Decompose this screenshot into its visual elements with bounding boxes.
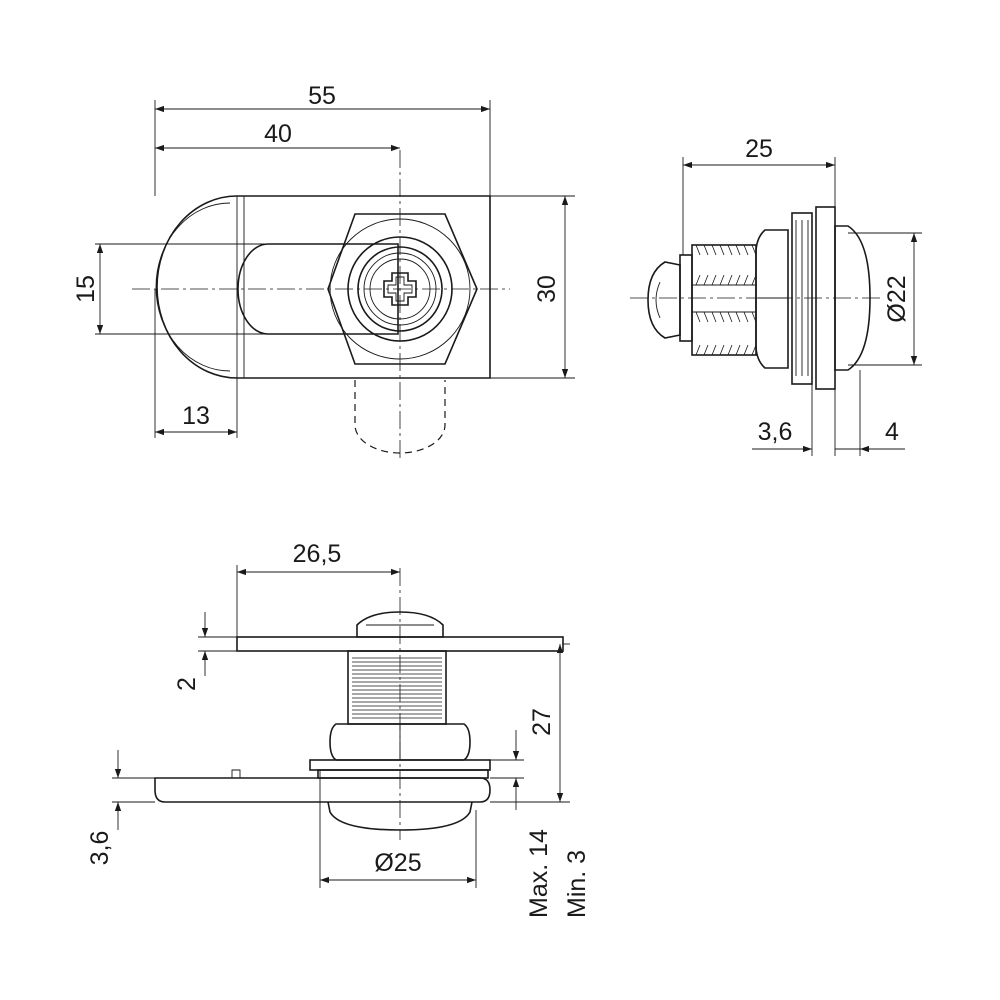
dim-body-length: 27 xyxy=(528,708,556,736)
side-hex-nut xyxy=(755,229,789,369)
dim-height: 30 xyxy=(533,275,561,303)
washer xyxy=(791,212,813,385)
bottom-view: 26,5 2 27 3,6 Ø25 Max. 14 Min. 3 xyxy=(86,540,591,918)
front-view: 55 40 15 30 13 xyxy=(72,82,575,462)
dim-flange-diameter: Ø25 xyxy=(374,849,421,877)
dim-overall-width: 55 xyxy=(308,82,336,110)
dim-cam-width: 15 xyxy=(72,275,100,303)
phillips-screw-icon xyxy=(383,272,417,306)
dim-cam-reach: 26,5 xyxy=(293,540,342,568)
cam-swing-hidden xyxy=(354,380,446,454)
dim-plate-thickness: 3,6 xyxy=(86,831,114,866)
threaded-body xyxy=(691,244,757,356)
dim-side-length: 25 xyxy=(745,135,773,163)
cam-slot xyxy=(237,243,399,335)
lock-housing xyxy=(156,195,491,379)
bottom-flange xyxy=(317,769,489,779)
dim-cam-tip: 13 xyxy=(182,402,210,430)
dim-min-panel: Min. 3 xyxy=(563,850,591,918)
dim-side-head: 4 xyxy=(885,418,899,446)
thread-lines xyxy=(695,244,757,356)
dim-cam-thickness: 2 xyxy=(173,677,201,691)
bottom-thread-lines xyxy=(352,657,442,719)
screw-head-side xyxy=(647,261,681,339)
dim-cam-to-axis: 40 xyxy=(264,120,292,148)
dim-side-diameter: Ø22 xyxy=(883,275,911,322)
dim-max-panel: Max. 14 xyxy=(525,829,553,918)
panel-plate xyxy=(154,777,491,803)
side-view: 25 Ø22 3,6 4 xyxy=(630,135,922,456)
dim-side-washer: 3,6 xyxy=(758,418,793,446)
